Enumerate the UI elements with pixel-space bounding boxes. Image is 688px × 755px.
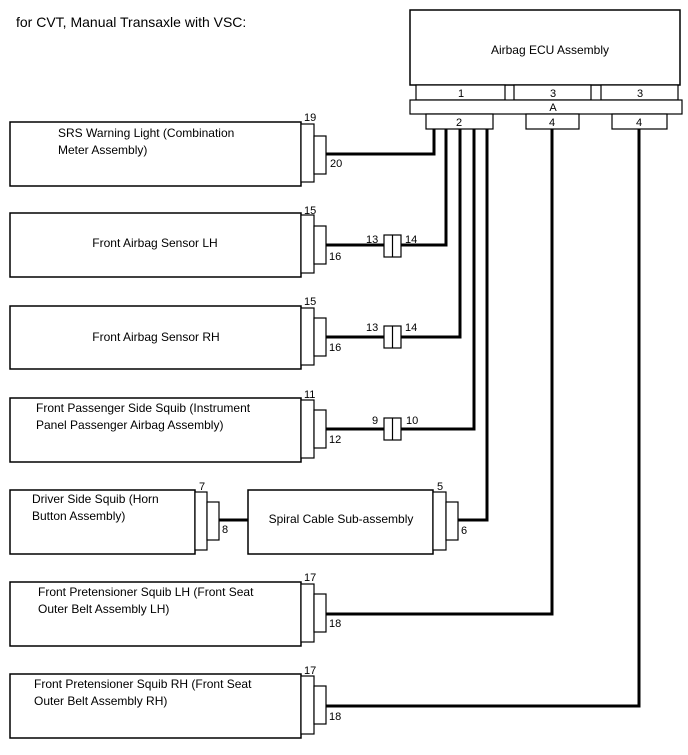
svg-text:Front Pretensioner Squib RH (F: Front Pretensioner Squib RH (Front Seat <box>34 677 252 691</box>
joint-connectors: 13 14 13 14 9 10 <box>366 234 418 441</box>
svg-text:18: 18 <box>329 711 341 723</box>
component-driver-side-squib: Driver Side Squib (Horn Button Assembly)… <box>9 481 228 555</box>
connector-letter: A <box>549 102 557 114</box>
diagram-title: for CVT, Manual Transaxle with VSC: <box>16 14 246 30</box>
wire-pretensioner-rh <box>326 129 641 708</box>
wire-pretensioner-lh <box>326 129 554 616</box>
wire-sensor-lh <box>401 129 448 247</box>
svg-text:17: 17 <box>304 665 316 677</box>
svg-text:19: 19 <box>304 112 316 124</box>
component-srs-warning-light: SRS Warning Light (Combination Meter Ass… <box>9 112 342 187</box>
svg-text:Outer Belt Assembly RH): Outer Belt Assembly RH) <box>34 694 167 708</box>
wire-srs-light <box>326 129 436 156</box>
ecu-pin-3b: 3 <box>637 88 643 100</box>
svg-text:Front Pretensioner Squib LH (F: Front Pretensioner Squib LH (Front Seat <box>38 585 254 599</box>
svg-text:11: 11 <box>304 389 315 401</box>
spiral-cable-sub-assembly: Spiral Cable Sub-assembly 5 6 <box>247 481 467 555</box>
svg-text:13: 13 <box>366 322 378 334</box>
svg-text:9: 9 <box>372 415 378 427</box>
svg-text:15: 15 <box>304 296 316 308</box>
ecu-pin-4a: 4 <box>549 117 555 129</box>
ecu-body <box>409 9 681 86</box>
svg-text:6: 6 <box>461 525 467 537</box>
ecu-pin-1: 1 <box>458 88 464 100</box>
component-pretensioner-squib-lh: Front Pretensioner Squib LH (Front Seat … <box>9 572 341 647</box>
svg-text:14: 14 <box>405 234 417 246</box>
component-front-airbag-sensor-lh: Front Airbag Sensor LH 15 16 <box>9 205 341 278</box>
svg-text:12: 12 <box>329 434 341 446</box>
ecu-pin-2: 2 <box>456 117 462 129</box>
svg-text:Spiral Cable Sub-assembly: Spiral Cable Sub-assembly <box>269 512 414 526</box>
airbag-ecu: Airbag ECU Assembly 1 3 3 A 2 4 4 <box>409 9 683 130</box>
svg-text:Driver Side Squib (Horn: Driver Side Squib (Horn <box>32 492 159 506</box>
svg-text:15: 15 <box>304 205 316 217</box>
svg-text:Outer Belt Assembly LH): Outer Belt Assembly LH) <box>38 602 169 616</box>
svg-text:Meter Assembly): Meter Assembly) <box>58 143 147 157</box>
wire-passenger-squib <box>401 129 476 431</box>
ecu-pin-4b: 4 <box>636 117 642 129</box>
component-pretensioner-squib-rh: Front Pretensioner Squib RH (Front Seat … <box>9 665 341 739</box>
wire-spiral-cable <box>458 129 489 522</box>
svg-text:17: 17 <box>304 572 316 584</box>
svg-text:5: 5 <box>437 481 443 493</box>
svg-text:10: 10 <box>406 415 418 427</box>
svg-text:Front Airbag Sensor RH: Front Airbag Sensor RH <box>92 330 219 344</box>
svg-text:Front Passenger Side Squib (In: Front Passenger Side Squib (Instrument <box>36 401 251 415</box>
svg-text:20: 20 <box>330 158 342 170</box>
svg-text:14: 14 <box>405 322 417 334</box>
ecu-pin-3a: 3 <box>550 88 556 100</box>
svg-text:Button Assembly): Button Assembly) <box>32 509 125 523</box>
svg-text:16: 16 <box>329 251 341 263</box>
component-front-passenger-squib: Front Passenger Side Squib (Instrument P… <box>9 389 341 463</box>
svg-text:SRS Warning Light (Combination: SRS Warning Light (Combination <box>58 126 234 140</box>
ecu-label: Airbag ECU Assembly <box>491 43 609 57</box>
svg-text:Panel Passenger Airbag Assembl: Panel Passenger Airbag Assembly) <box>36 418 223 432</box>
svg-text:18: 18 <box>329 618 341 630</box>
wires <box>219 129 641 708</box>
connector-a <box>409 99 683 115</box>
svg-text:8: 8 <box>222 524 228 536</box>
svg-text:16: 16 <box>329 342 341 354</box>
svg-text:13: 13 <box>366 234 378 246</box>
svg-text:7: 7 <box>199 481 205 493</box>
wire-sensor-rh <box>401 129 462 339</box>
component-front-airbag-sensor-rh: Front Airbag Sensor RH 15 16 <box>9 296 341 370</box>
svg-text:Front Airbag Sensor LH: Front Airbag Sensor LH <box>92 236 217 250</box>
